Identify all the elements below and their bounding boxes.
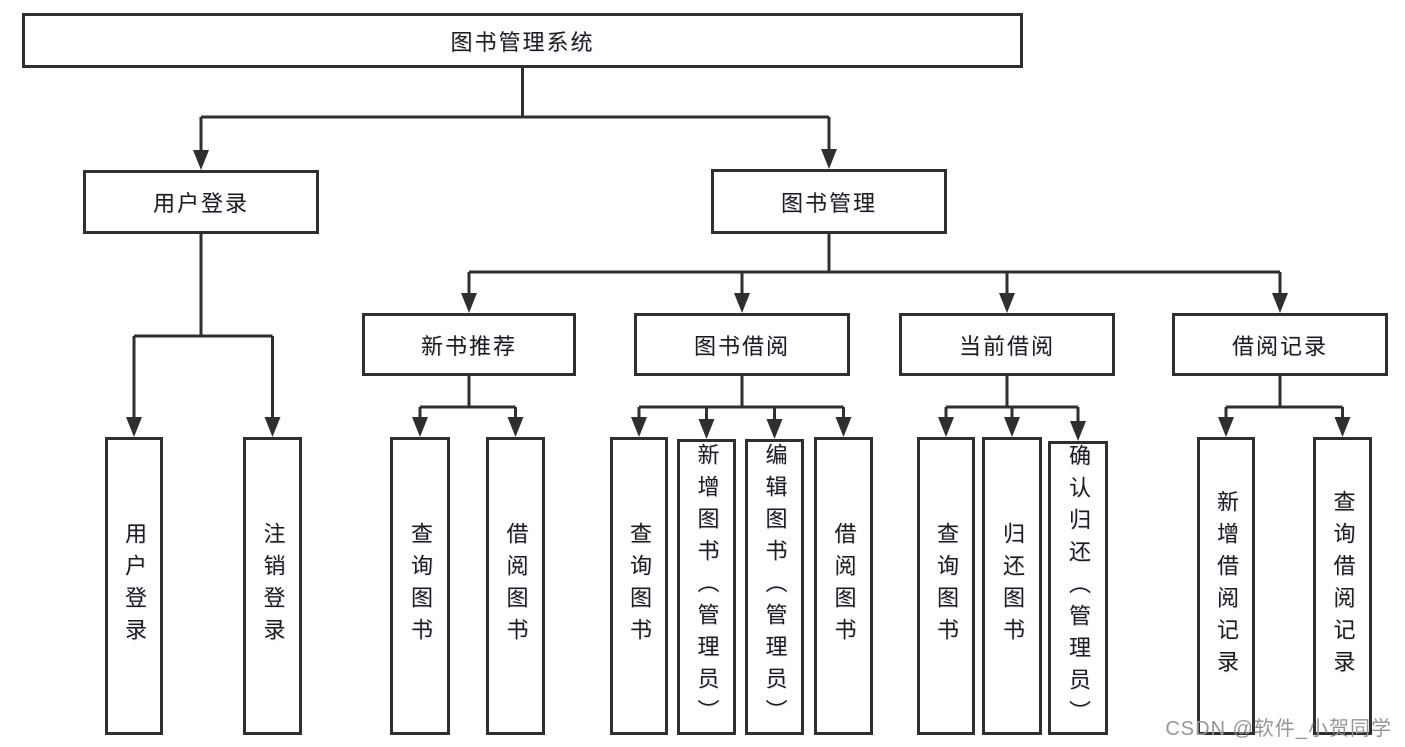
node-root: 图书管理系统 [22, 13, 1023, 68]
node-label: 图书管理系统 [450, 29, 595, 55]
node-cb-return: 归还图书 [982, 437, 1042, 735]
node-new-book-rec: 新书推荐 [362, 313, 576, 376]
node-label: 查询借阅记录 [1330, 490, 1356, 682]
node-br-query: 查询借阅记录 [1313, 437, 1372, 735]
node-label: 新增图书（管理员） [694, 443, 720, 731]
node-label: 图书管理 [780, 190, 877, 216]
node-label: 查询图书 [408, 522, 433, 650]
node-ul-logout: 注销登录 [243, 437, 302, 735]
node-label: 借阅图书 [831, 522, 857, 650]
node-label: 查询图书 [627, 522, 652, 650]
node-ul-login: 用户登录 [105, 437, 163, 735]
node-book-borrow: 图书借阅 [634, 313, 850, 376]
node-user-login: 用户登录 [83, 170, 319, 234]
node-br-add: 新增借阅记录 [1197, 437, 1255, 735]
node-nbr-query: 查询图书 [390, 437, 450, 735]
node-bb-query: 查询图书 [610, 437, 668, 735]
node-bb-borrow: 借阅图书 [814, 437, 873, 735]
node-label: 图书借阅 [693, 333, 790, 359]
node-label: 当前借阅 [958, 333, 1055, 359]
node-bb-edit: 编辑图书（管理员） [745, 439, 804, 735]
node-label: 借阅记录 [1231, 333, 1328, 359]
node-label: 归还图书 [1000, 522, 1025, 650]
node-label: 新书推荐 [420, 333, 517, 359]
node-book-mgmt: 图书管理 [711, 169, 947, 234]
node-label: 用户登录 [122, 522, 147, 650]
node-label: 借阅图书 [503, 522, 529, 650]
node-borrow-records: 借阅记录 [1172, 313, 1388, 376]
node-label: 用户登录 [152, 191, 249, 216]
node-label: 查询图书 [934, 522, 959, 650]
node-nbr-borrow: 借阅图书 [486, 437, 545, 735]
node-label: 新增借阅记录 [1214, 490, 1239, 682]
node-current-borrow: 当前借阅 [899, 313, 1115, 376]
node-label: 注销登录 [260, 522, 286, 650]
node-bb-add: 新增图书（管理员） [677, 439, 736, 735]
node-label: 编辑图书（管理员） [762, 443, 788, 731]
node-label: 确认归还（管理员） [1066, 444, 1091, 732]
node-cb-confirm: 确认归还（管理员） [1048, 441, 1108, 735]
watermark: CSDN @软件_小贺同学 [1165, 718, 1392, 740]
node-cb-query: 查询图书 [917, 437, 975, 735]
